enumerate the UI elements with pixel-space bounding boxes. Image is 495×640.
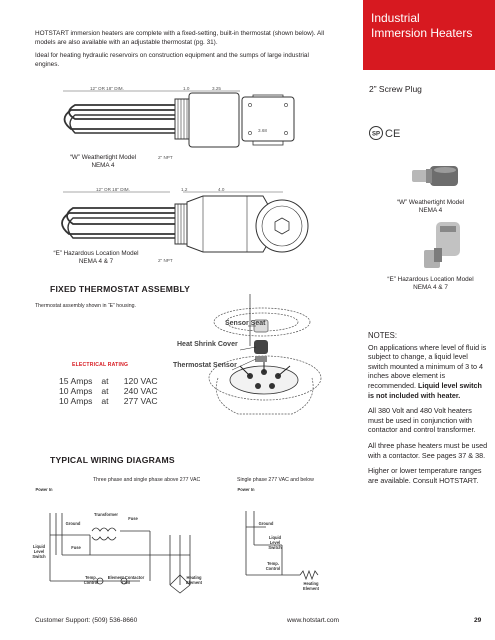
w-photo-caption: “W” Weathertight Model NEMA 4 bbox=[396, 199, 465, 214]
e-photo-caption: “E” Hazardous Location Model NEMA 4 & 7 bbox=[387, 276, 474, 291]
heating-element-symbol bbox=[299, 569, 319, 581]
e-dim-a: 1.2 bbox=[181, 187, 188, 192]
w-npt-label: 2" NPT bbox=[158, 155, 173, 160]
w-dim-b: 3.25 bbox=[212, 86, 221, 91]
note-1: On applications where level of fluid is … bbox=[368, 342, 487, 400]
footer-url[interactable]: www.hotstart.com bbox=[287, 617, 340, 624]
w-dim-c: 3.68 bbox=[258, 128, 267, 133]
label-thermostat-sensor: Thermostat Sensor bbox=[173, 362, 237, 369]
temp-control-label-1ph: Temp. Control bbox=[265, 561, 281, 571]
wiring-heading: TYPICAL WIRING DIAGRAMS bbox=[50, 455, 175, 465]
single-phase-caption: Single phase 277 VAC and below bbox=[237, 477, 314, 483]
footer-support: Customer Support: (509) 536-8660 bbox=[35, 617, 138, 624]
heat-shrink-cover bbox=[254, 340, 268, 354]
element-contactor-coil-label: Element Contactor Coil bbox=[107, 575, 145, 585]
power-in-label-3ph: Power In bbox=[35, 487, 53, 492]
intro-text: HOTSTART immersion heaters are complete … bbox=[35, 30, 325, 74]
e-dim-length: 12" OR 18" DIM. bbox=[96, 187, 130, 192]
ground-label-1ph: Ground bbox=[258, 521, 274, 526]
thermostat-heading: FIXED THERMOSTAT ASSEMBLY bbox=[50, 284, 191, 294]
w-dim-a: 1.0 bbox=[183, 86, 190, 91]
thermostat-assembly-diagram bbox=[208, 294, 322, 415]
temp-control-label-3ph: Temp. Control bbox=[83, 575, 99, 585]
note-4: Higher or lower temperature ranges are a… bbox=[368, 466, 482, 485]
heating-element-loops bbox=[63, 104, 175, 134]
intro-paragraph-2: Ideal for heating hydraulic reservoirs o… bbox=[35, 52, 309, 68]
notes-column: NOTES: On applications where level of fl… bbox=[368, 331, 488, 491]
svg-text:CE: CE bbox=[385, 128, 400, 140]
e-model-end-view bbox=[255, 199, 309, 253]
rating-row-1: 15 Amps at 120 VAC bbox=[59, 376, 158, 386]
transformer-symbol bbox=[91, 527, 117, 541]
banner-title: Industrial Immersion Heaters bbox=[371, 11, 473, 40]
csa-us-logo: SP bbox=[369, 126, 383, 140]
liquid-level-switch-label-1ph: Liquid Level Switch bbox=[268, 535, 282, 550]
w-model-end-view bbox=[241, 96, 295, 142]
e-dim-b: 4.0 bbox=[218, 187, 225, 192]
e-model-drawing bbox=[61, 191, 283, 253]
heating-element-label-3ph: Heating Element bbox=[186, 575, 202, 585]
ground-label-3ph: Ground bbox=[65, 521, 81, 526]
rating-row-2: 10 Amps at 240 VAC bbox=[59, 386, 158, 396]
w-dim-length: 12" OR 18" DIM. bbox=[90, 86, 124, 91]
three-phase-caption: Three phase and single phase above 277 V… bbox=[93, 477, 201, 483]
fuse-label-top: Fuse bbox=[128, 516, 138, 521]
heating-element-loops bbox=[61, 207, 175, 239]
three-phase-wiring-diagram bbox=[49, 513, 191, 594]
note-3: All three phase heaters must be used wit… bbox=[368, 440, 488, 460]
heating-element-symbol bbox=[169, 574, 191, 594]
notes-heading: NOTES: bbox=[368, 331, 398, 340]
rating-row-3: 10 Amps at 277 VAC bbox=[59, 396, 158, 406]
thermostat-base bbox=[229, 362, 299, 395]
svg-text:SP: SP bbox=[372, 132, 380, 138]
thermostat-subtitle: Thermostat assembly shown in “E” housing… bbox=[35, 303, 136, 309]
e-drawing-caption: “E” Hazardous Location Model NEMA 4 & 7 bbox=[53, 250, 139, 265]
w-model-photo bbox=[412, 166, 458, 186]
e-npt-label: 2" NPT bbox=[158, 258, 173, 263]
ce-mark-logo: CE bbox=[385, 128, 400, 140]
section-banner: Industrial Immersion Heaters bbox=[363, 0, 495, 70]
plug-type-label: 2” Screw Plug bbox=[369, 84, 422, 94]
e-model-photo bbox=[424, 222, 460, 268]
label-sensor-seat: Sensor Seat bbox=[225, 320, 266, 327]
liquid-level-switch-label-3ph: Liquid Level Switch bbox=[32, 544, 46, 559]
note-2: All 380 Volt and 480 Volt heaters must b… bbox=[368, 406, 476, 435]
fuse-label-bottom: Fuse bbox=[71, 545, 81, 550]
certification-logos: SP CE bbox=[369, 126, 400, 140]
rating-title: ELECTRICAL RATING bbox=[72, 362, 129, 368]
page-number: 29 bbox=[474, 617, 482, 624]
thermostat-sensor bbox=[255, 356, 267, 362]
heating-element-label-1ph: Heating Element bbox=[303, 581, 319, 591]
power-in-label-1ph: Power In bbox=[237, 487, 255, 492]
single-phase-wiring-diagram bbox=[245, 511, 319, 581]
transformer-label: Transformer bbox=[94, 512, 118, 517]
intro-paragraph-1: HOTSTART immersion heaters are complete … bbox=[35, 30, 325, 46]
label-heat-shrink-cover: Heat Shrink Cover bbox=[177, 341, 238, 348]
w-drawing-caption: “W” Weathertight Model NEMA 4 bbox=[69, 154, 137, 169]
